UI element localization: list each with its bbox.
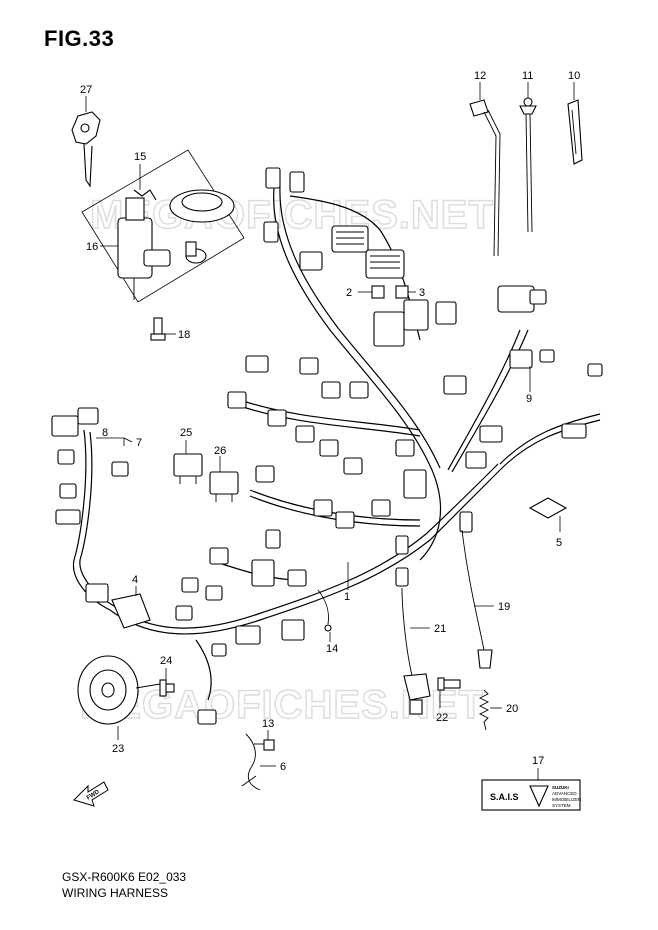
spring-20	[478, 689, 490, 731]
part-number-5: 5	[556, 537, 562, 549]
fuse-box	[373, 299, 457, 347]
left-connectors	[51, 407, 129, 525]
part-number-19: 19	[498, 601, 510, 613]
sais-label-line2: IMMOBILIZER	[552, 797, 582, 802]
part-number-22: 22	[436, 712, 448, 724]
sais-label-line3: SYSTEM	[552, 803, 571, 808]
part-number-3: 3	[419, 287, 425, 299]
relay-25	[173, 453, 203, 484]
fwd-arrow-icon: FWD	[73, 781, 109, 807]
cable-tie-12	[469, 99, 501, 257]
central-connectors	[175, 355, 473, 725]
lead-wire-19	[461, 529, 493, 669]
clamp-10	[567, 99, 583, 165]
part-number-9: 9	[526, 393, 532, 405]
fuel-cap	[169, 189, 235, 223]
sais-label-brand: SUZUKI	[552, 785, 569, 790]
part-number-6: 6	[280, 761, 286, 773]
footer-code: GSX-R600K6 E02_033	[62, 870, 187, 884]
relay-26	[209, 471, 239, 502]
plate-5	[528, 497, 568, 519]
bolt-22	[437, 677, 461, 691]
part-number-25: 25	[180, 427, 192, 439]
part-number-23: 23	[112, 743, 124, 755]
part-number-8: 8	[102, 427, 108, 439]
part-number-17: 17	[532, 755, 544, 767]
seat-lock	[185, 241, 207, 264]
main-harness	[72, 185, 601, 701]
part-number-1: 1	[344, 591, 350, 603]
bolt-18	[150, 317, 166, 341]
figure-title: FIG.33	[44, 26, 115, 51]
watermark-top: MEGAOFICHES.NET	[90, 193, 494, 237]
right-connectors	[443, 285, 603, 469]
clamp-6	[241, 733, 261, 791]
ground-lead-14	[317, 589, 332, 632]
horn-23	[77, 655, 161, 725]
sensor-21	[401, 587, 431, 715]
footer-name: WIRING HARNESS	[62, 886, 169, 900]
part-number-12: 12	[474, 70, 486, 82]
part-number-10: 10	[568, 70, 580, 82]
sais-label-17: S.A.I.S SUZUKI ADVANCED IMMOBILIZER SYST…	[481, 779, 582, 811]
part-number-2: 2	[346, 287, 352, 299]
sais-label-line1: ADVANCED	[552, 791, 577, 796]
part-number-15: 15	[134, 151, 146, 163]
ecu-connectors	[331, 225, 405, 279]
part-number-11: 11	[522, 70, 533, 82]
part-number-26: 26	[214, 445, 226, 457]
part-number-18: 18	[178, 329, 190, 341]
part-number-4: 4	[132, 574, 138, 586]
connector-4	[85, 583, 151, 629]
ignition-switch	[117, 189, 171, 300]
part-number-27: 27	[80, 84, 92, 96]
part-number-13: 13	[262, 718, 274, 730]
bolt-24	[159, 679, 175, 697]
key-part	[71, 111, 101, 188]
top-plug-connectors	[263, 167, 323, 271]
bolt-13	[254, 739, 275, 751]
part-number-16: 16	[86, 241, 98, 253]
part-number-14: 14	[326, 643, 338, 655]
fuse-2-3	[371, 285, 409, 299]
part-number-7: 7	[136, 437, 142, 449]
part-number-20: 20	[506, 703, 518, 715]
part-number-24: 24	[160, 655, 172, 667]
cable-tie-11	[519, 97, 537, 233]
part-number-21: 21	[434, 623, 446, 635]
sais-label-text: S.A.I.S	[490, 792, 519, 802]
